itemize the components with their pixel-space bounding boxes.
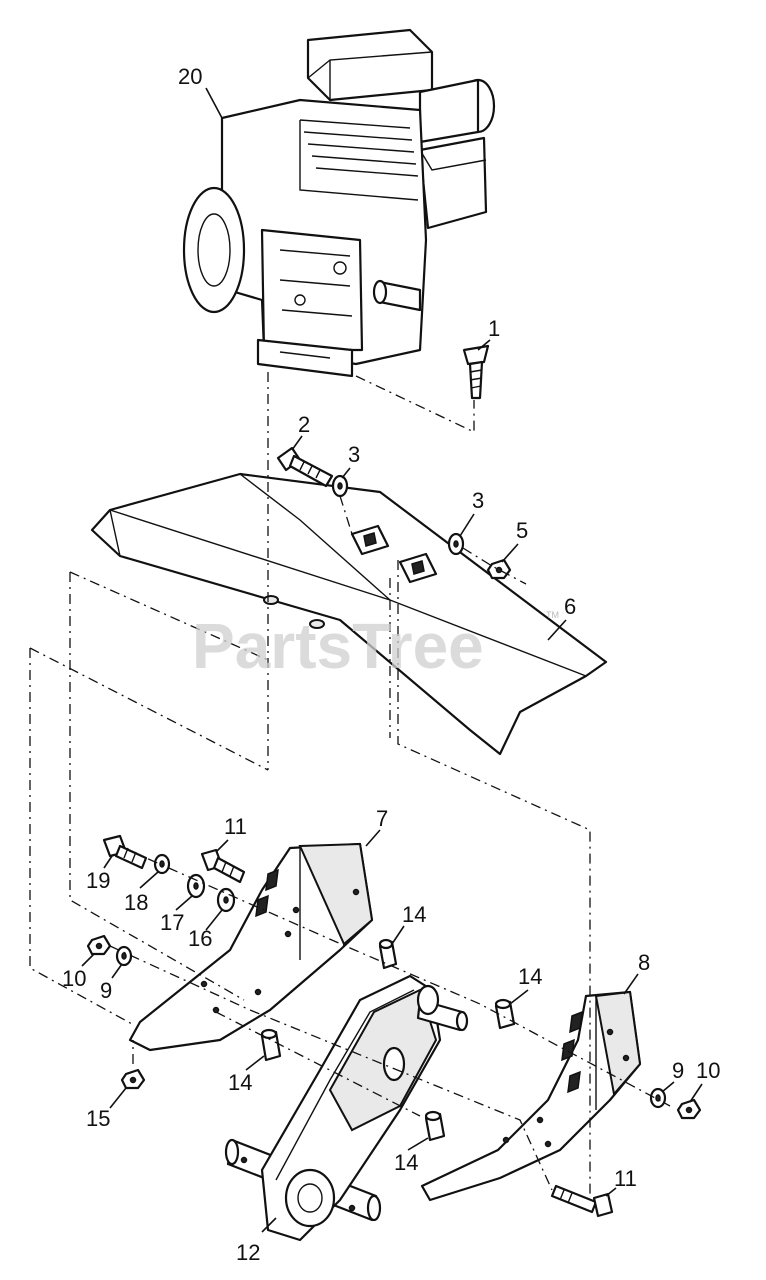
callout-12: 12 (236, 1240, 260, 1265)
callout-11a: 11 (224, 814, 247, 839)
engine (182, 28, 496, 378)
callout-16: 16 (188, 926, 212, 951)
bolt-2 (276, 446, 334, 488)
callout-9b: 9 (672, 1058, 684, 1083)
bolt-11-lower (550, 1184, 614, 1218)
callout-14c: 14 (228, 1070, 252, 1095)
callout-9a: 9 (100, 978, 112, 1003)
washer-17 (186, 873, 206, 899)
watermark: PartsTree (192, 610, 484, 682)
callout-3b: 3 (472, 488, 484, 513)
callout-17: 17 (160, 910, 184, 935)
callout-1: 1 (488, 316, 500, 341)
washer-18 (153, 853, 171, 875)
spacer-14d (424, 1110, 446, 1142)
callout-14b: 14 (518, 964, 542, 989)
bolt-11-upper (200, 848, 246, 884)
nut-15 (120, 1068, 146, 1090)
transmission-12 (224, 974, 469, 1242)
watermark-trademark: TM (546, 610, 559, 620)
leader-lines (81, 87, 703, 1233)
callout-14a: 14 (402, 902, 426, 927)
callout-8: 8 (638, 950, 650, 975)
callout-10a: 10 (62, 966, 86, 991)
spacer-14b (494, 998, 516, 1030)
callout-11b: 11 (614, 1166, 637, 1191)
callout-7: 7 (376, 806, 388, 831)
bolt-1 (462, 344, 490, 400)
callout-10b: 10 (696, 1058, 720, 1083)
callout-18: 18 (124, 890, 148, 915)
washer-16 (216, 887, 236, 913)
nut-10-left (86, 934, 112, 956)
spacer-14c (260, 1028, 282, 1062)
nut-10-right (676, 1098, 702, 1120)
callout-5: 5 (516, 518, 528, 543)
callout-14d: 14 (394, 1150, 418, 1175)
side-bracket-7 (128, 842, 374, 1052)
callout-2: 2 (298, 412, 310, 437)
bolt-19 (102, 834, 148, 870)
callout-20: 20 (178, 64, 202, 89)
callout-3a: 3 (348, 442, 360, 467)
callout-19: 19 (86, 868, 110, 893)
callouts: 20 1 2 3 3 5 6 7 11 14 8 14 19 18 17 16 … (62, 64, 720, 1265)
spacer-14a (378, 938, 398, 970)
side-bracket-8 (420, 990, 642, 1202)
callout-15: 15 (86, 1106, 110, 1131)
callout-6: 6 (564, 594, 576, 619)
assembly-lines (29, 372, 671, 1196)
